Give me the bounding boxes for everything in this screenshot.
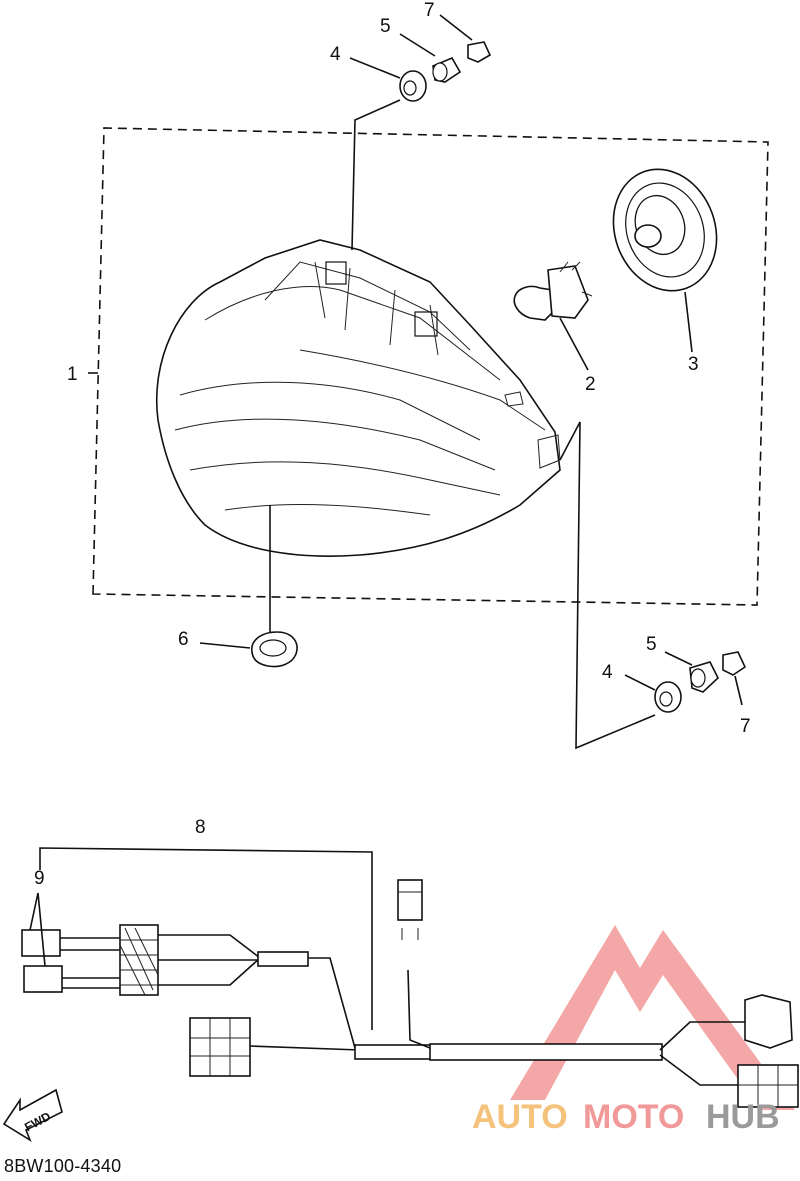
callout-4-right: 4 [602, 662, 613, 683]
top-hardware [351, 41, 492, 251]
callout-7-right: 7 [740, 716, 751, 737]
callout-7-top: 7 [424, 0, 435, 21]
fwd-arrow: FWD [2, 1088, 63, 1142]
wire-harness [21, 847, 799, 1108]
callout-5-right: 5 [646, 634, 657, 655]
bulb-cover [612, 168, 718, 353]
callout-3: 3 [688, 354, 699, 375]
callout-1: 1 [67, 364, 78, 385]
watermark-text: AUTO MOTO HUB [472, 1098, 780, 1136]
assembly-boundary [92, 127, 769, 606]
callout-6: 6 [178, 629, 189, 650]
headlight-unit [156, 239, 561, 557]
right-hardware [559, 421, 747, 750]
callout-2: 2 [585, 374, 596, 395]
callout-9: 9 [34, 868, 45, 889]
figure-code: 8BW100-4340 [4, 1156, 122, 1176]
grommet [251, 505, 298, 668]
watermark-auto: AUTO [472, 1098, 568, 1136]
headlight-bulb [513, 261, 593, 371]
watermark-moto: MOTO [583, 1098, 684, 1136]
callout-5-top: 5 [380, 16, 391, 37]
watermark-hub: HUB [706, 1098, 780, 1136]
callout-4-top: 4 [330, 44, 341, 65]
callout-8: 8 [195, 817, 206, 838]
